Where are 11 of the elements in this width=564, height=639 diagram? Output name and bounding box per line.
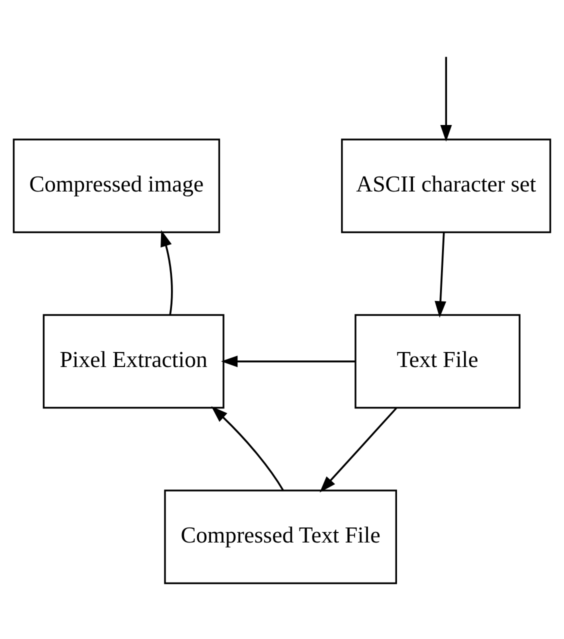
- node-box: Compressed image: [12, 138, 220, 234]
- arrow: [434, 232, 446, 318]
- node-box: Text File: [354, 314, 520, 409]
- arrow: [160, 230, 173, 316]
- arrow: [211, 406, 284, 491]
- arrow: [440, 56, 452, 142]
- node-box: Pixel Extraction: [42, 314, 224, 409]
- node-box: Compressed Text File: [164, 490, 398, 584]
- arrow: [320, 408, 397, 492]
- node-box: ASCII character set: [341, 138, 552, 234]
- arrow: [221, 356, 356, 368]
